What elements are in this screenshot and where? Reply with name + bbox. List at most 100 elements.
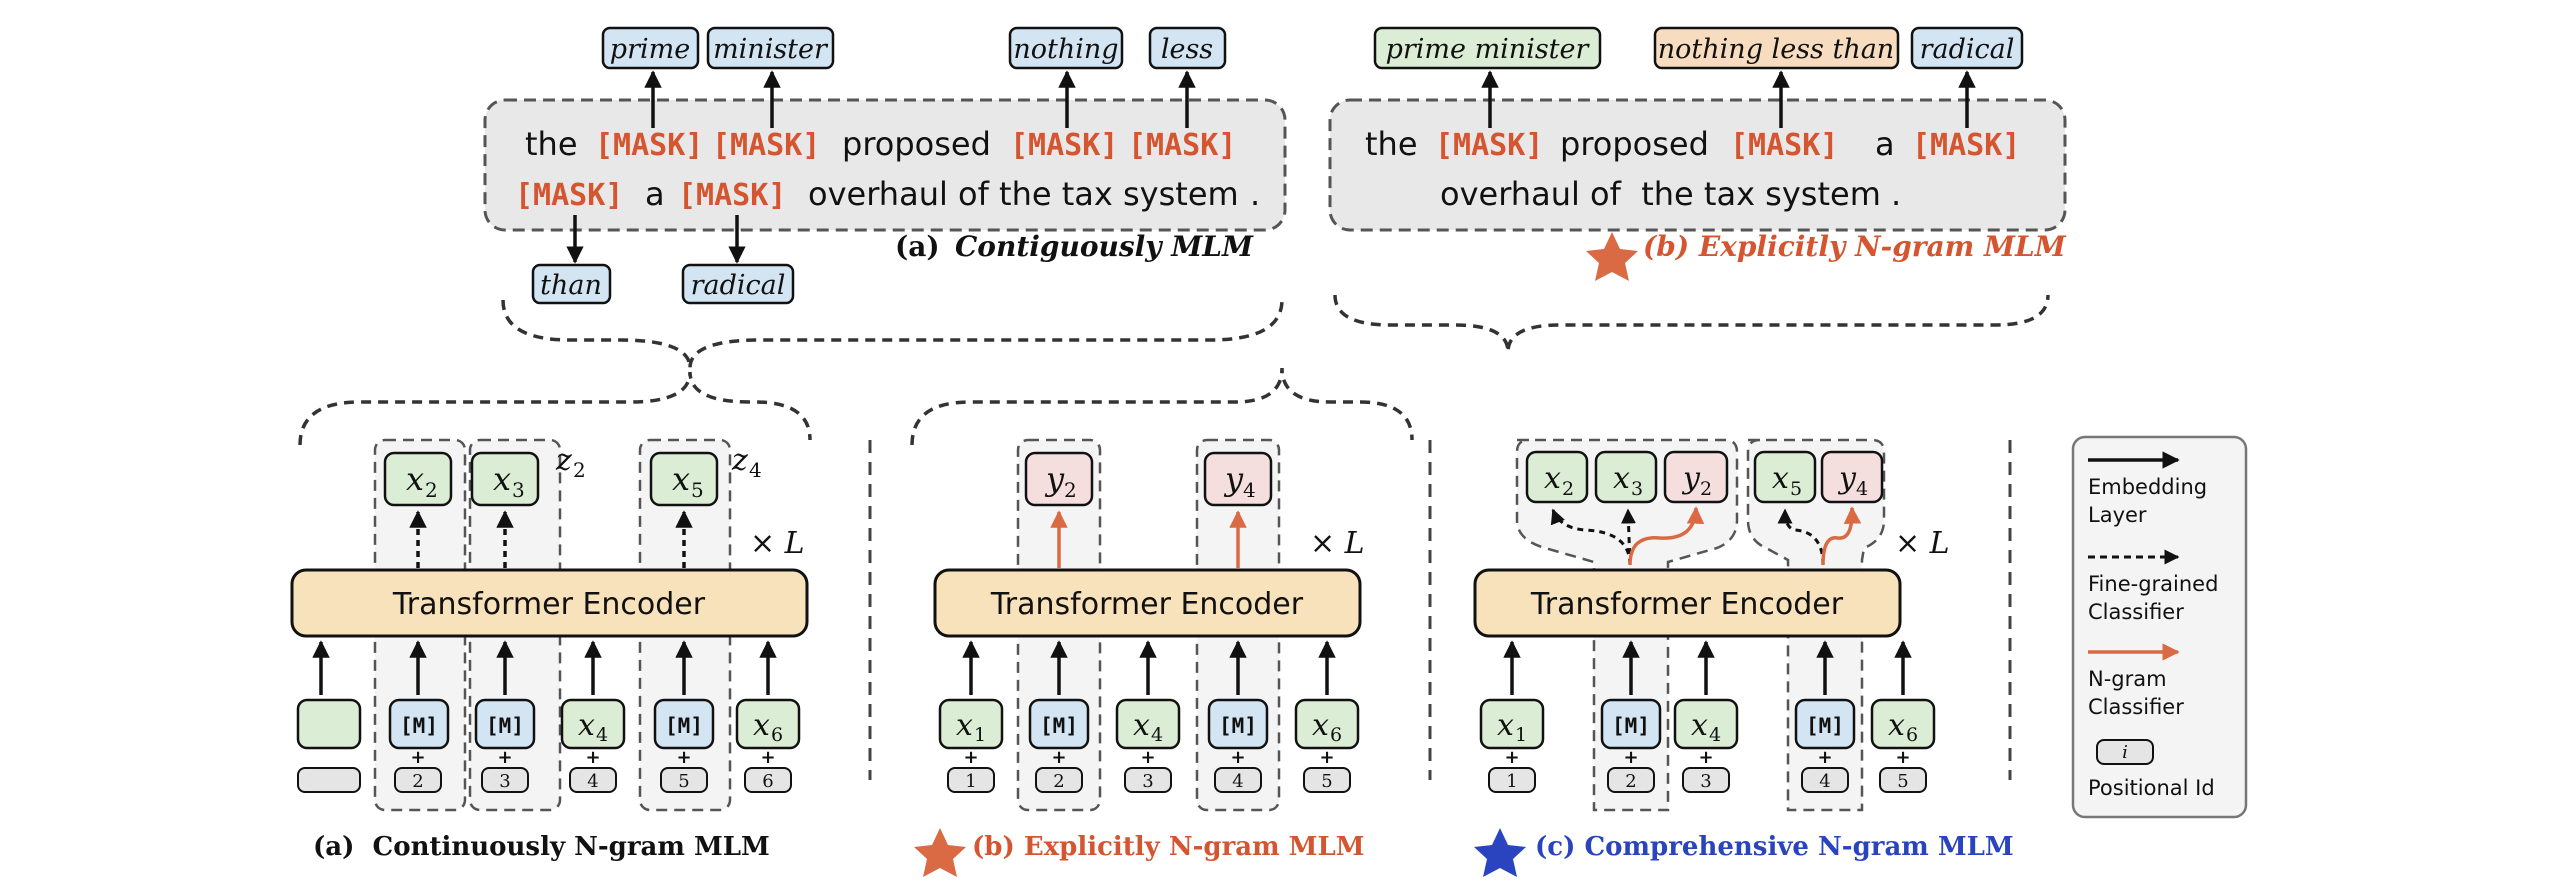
star-icon [1586,232,1638,281]
ngram-output-label: y [1837,461,1857,496]
plus-sign: + [1319,747,1334,768]
token-word: proposed [842,125,991,163]
legend-ngram-label: Classifier [2088,695,2184,719]
svg-text:minister: minister [713,34,829,65]
top-a-sentence-box [483,98,1287,232]
input-token-box [560,698,626,750]
output-token-label: x [1613,461,1630,496]
label-than: than [531,263,612,305]
z-label: z [555,443,572,478]
panel-b-explicitly-ngram: y 2 y 4 × L Transformer Encoder x 1 [M] … [914,438,1365,877]
mask-token: [MASK] [1010,128,1118,163]
mask-input-box [653,698,715,750]
position-id-label: 2 [412,771,423,792]
plus-sign: + [410,747,425,768]
token-word: overhaul of the tax system [808,175,1239,213]
legend-fine-grained-label: Classifier [2088,600,2184,624]
ngram-output-box [1203,451,1273,507]
fine-grained-arrow [1550,508,1632,566]
ngram-output-label: y [1044,460,1065,498]
output-token-subscript: 2 [425,478,438,502]
top-b-explicit-ngram: the [MASK] proposed [MASK] a [MASK] over… [1328,26,2067,281]
position-id-label: 4 [587,771,598,792]
plus-sign: + [1051,747,1066,768]
svg-text:nothing: nothing [1013,34,1118,65]
input-token-subscript: 4 [1151,724,1163,746]
position-id-box [1214,767,1262,793]
top-a-caption: Contiguously MLM [955,230,1254,263]
output-token-box [1525,450,1589,504]
input-token-label: x [1312,708,1329,743]
top-a-caption-prefix: (a) [895,230,940,263]
plus-sign: + [1230,747,1245,768]
label-prime-minister: prime minister [1373,26,1602,70]
position-id-label: 3 [1700,771,1711,792]
panel-a-caption: (a) Continuously N-gram MLM [313,832,770,862]
input-token-label: x [578,708,595,743]
mask-input-box [1028,698,1090,750]
position-id-label: 5 [1897,771,1908,792]
ngram-output-box [1663,450,1729,504]
legend-pos-symbol: i [2122,742,2128,763]
brace-top-b [1333,294,2050,353]
top-b-sentence-box [1328,98,2067,232]
transformer-encoder [933,568,1362,638]
output-token-subscript: 3 [1631,478,1643,500]
brace-bottom-b [910,367,1414,446]
token-word: a [645,175,665,213]
input-token-label: x [956,708,973,743]
mask-input-box [1207,698,1269,750]
ngram-arrow [1821,506,1862,566]
mask-input-box [388,698,450,750]
mask-token: [MASK] [678,178,786,213]
label-nothing: nothing [1008,26,1124,70]
mask-token: [MASK] [1912,128,2020,163]
mask-input-label: [M] [1219,714,1257,738]
times-l-label: × L [1895,526,1950,561]
times-l-label: × L [1310,526,1365,561]
label-radical: radical [681,263,795,305]
fine-grained-arrow [1777,508,1825,566]
mask-input-label: [M] [1612,714,1650,738]
input-token-box [1870,698,1936,750]
output-token-label: x [493,460,511,498]
input-token-subscript: 4 [1709,724,1721,746]
input-token-label: x [1888,708,1905,743]
position-id-box [481,767,529,793]
input-token-box [1294,698,1360,750]
svg-text:nothing less than: nothing less than [1658,34,1894,65]
position-id-box [1607,767,1655,793]
input-token-subscript: 1 [1515,724,1527,746]
output-token-label: x [406,460,424,498]
position-id-box [1488,767,1536,793]
position-id-box [1801,767,1849,793]
position-id-box [1303,767,1351,793]
position-id-box [569,767,617,793]
input-token-box [1479,698,1545,750]
ngram-output-label: y [1223,460,1244,498]
input-token-label: x [1691,708,1708,743]
position-id-empty [297,767,361,793]
star-icon [914,828,966,877]
token-word: a [1875,125,1895,163]
mask-token: [MASK] [1730,128,1838,163]
mask-input-label: [M] [665,714,703,738]
mask-token: [MASK] [1128,128,1236,163]
transformer-encoder [290,568,809,638]
input-token-box [1115,698,1181,750]
position-id-box [1682,767,1730,793]
input-token-label: x [1133,708,1150,743]
position-id-label: 5 [678,771,689,792]
output-token-subscript: 3 [512,478,525,502]
mask-token: [MASK] [515,178,623,213]
input-token-subscript: 6 [1330,724,1342,746]
top-b-caption: (b) Explicitly N-gram MLM [1643,230,2067,263]
legend-ngram-label: N-gram [2088,667,2167,691]
input-token-box [1673,698,1739,750]
brace-bottom-a [298,371,812,446]
ngram-output-subscript: 2 [1064,478,1077,502]
input-token-label: x [753,708,770,743]
position-id-icon [2096,739,2154,765]
brace-top-a [501,299,1284,369]
plus-sign: + [1140,747,1155,768]
